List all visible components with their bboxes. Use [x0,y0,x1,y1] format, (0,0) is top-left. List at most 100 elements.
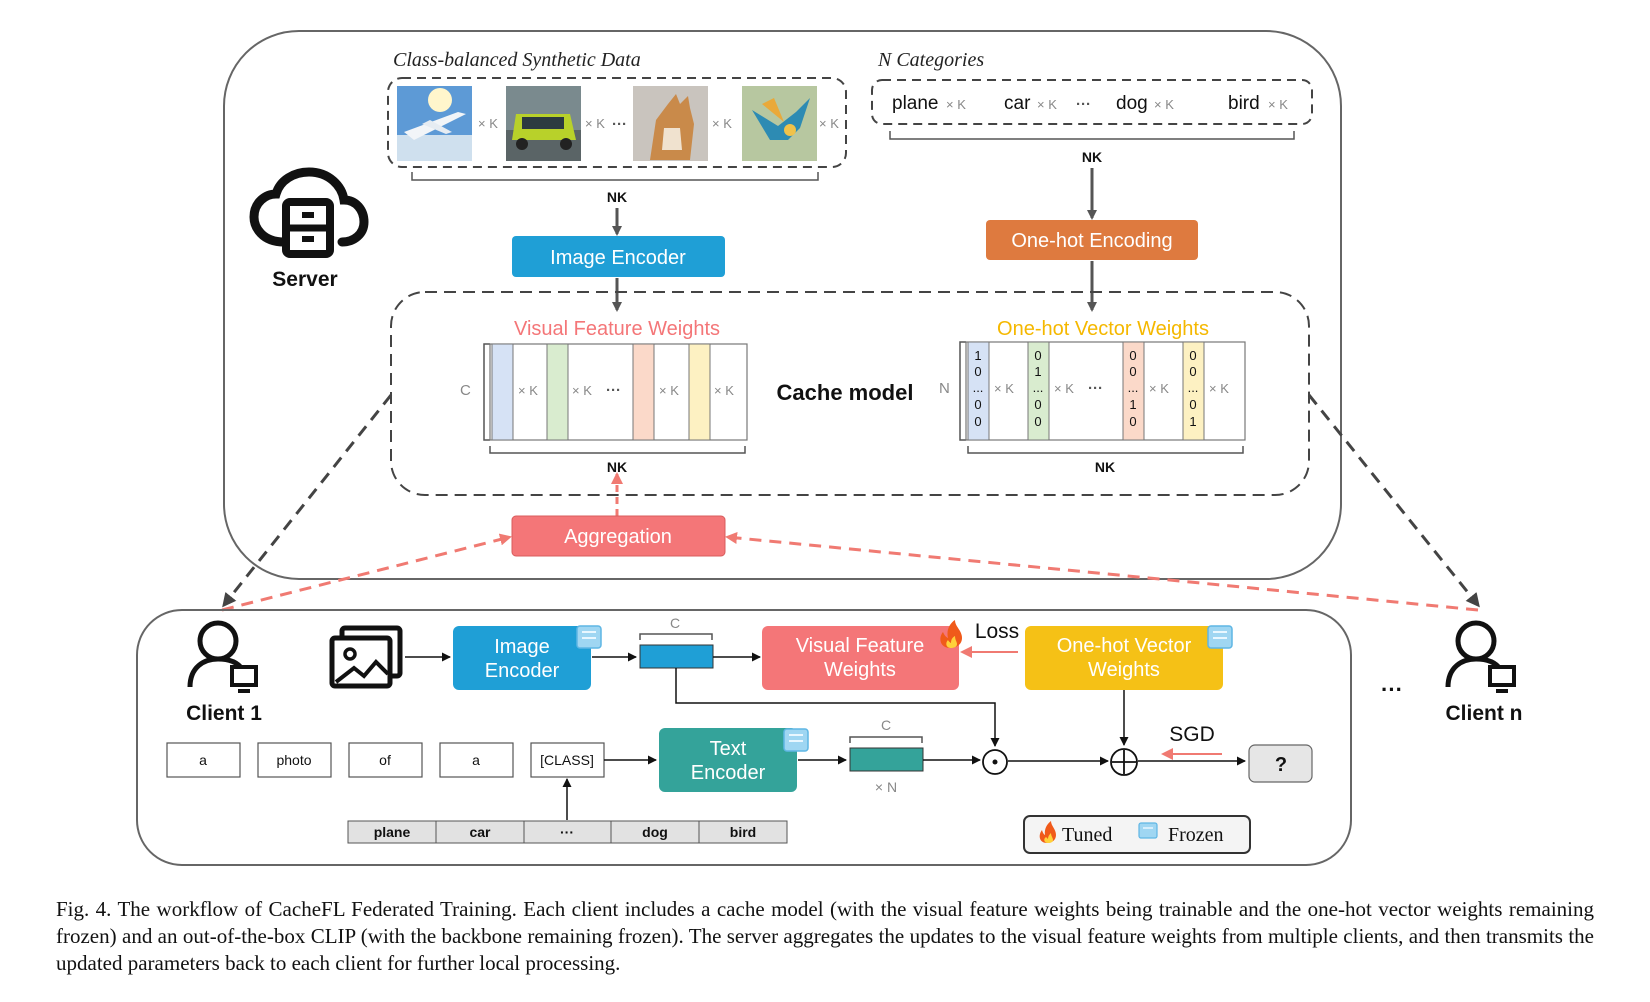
prompt-token-text: of [379,752,391,768]
aggregation-label: Aggregation [564,526,672,548]
tuned-fire-icon [940,620,962,648]
legend-tuned-label: Tuned [1062,824,1112,846]
client-image-encoder-label: Encoder [485,660,560,682]
sum-symbol [1110,748,1138,776]
client1-label: Client 1 [186,702,262,725]
categories-title: N Categories [877,49,984,71]
prompt-token-text: photo [276,752,311,768]
onehot-value: 0 [1034,414,1041,429]
feature-column [632,343,655,441]
times-n-label: × N [875,779,897,795]
elementwise-product-symbol [982,749,1008,775]
client-text-encoder [659,728,797,792]
sgd-label: SGD [1169,723,1215,746]
onehot-value: 0 [1189,348,1196,363]
prompt-token-box [439,742,514,778]
times-k-label: × K [659,383,679,398]
synthetic-image-car [506,86,581,161]
more-clients-ellipsis: ··· [1381,677,1403,702]
prediction-label: ? [1275,754,1287,776]
onehot-value: 0 [1189,364,1196,379]
times-k-label: × K [712,116,732,131]
times-k-label: × K [572,383,592,398]
nk-label: NK [1082,149,1102,165]
feature-column [688,343,711,441]
onehot-value: 1 [1129,397,1136,412]
client-user-icon [1445,620,1516,693]
brace [489,446,746,454]
times-k-label: × K [478,116,498,131]
times-k-label: × K [585,116,605,131]
clientn-to-aggregation-arrow [725,531,1479,612]
brace [639,633,713,640]
brace [483,343,490,441]
onehot-column [1182,341,1205,441]
client-image-encoder [453,626,591,690]
onehot-value: 0 [974,397,981,412]
prediction-box [1248,744,1313,783]
prompt-token-text: [CLASS] [540,752,594,768]
image-feature-vector [639,644,714,669]
onehot-weights-title: One-hot Vector Weights [997,318,1209,340]
feature-column [546,343,569,441]
ellipsis: ··· [1088,380,1103,397]
onehot-value: ... [1033,380,1044,395]
nk-label: NK [607,189,627,205]
onehot-value: 0 [1129,364,1136,379]
nk-label: NK [607,459,627,475]
images-icon [329,625,403,689]
brace [959,341,966,441]
client-image-encoder-label: Image [494,636,550,658]
onehot-value: 1 [1189,414,1196,429]
class-table-text: plane [374,824,411,840]
onehot-encoding-box [986,220,1198,260]
visual-weights-title: Visual Feature Weights [514,318,720,340]
synthetic-image-bird [742,86,817,161]
dim-c-label: C [460,382,471,399]
times-k-label: × K [714,383,734,398]
class-table: plane car ··· dog bird [347,820,788,844]
server-image-encoder [512,236,725,277]
brace [967,446,1244,454]
times-k-label: × K [1268,97,1288,112]
times-k-label: × K [946,97,966,112]
categories-box [871,79,1313,125]
feature-to-product-line [675,668,1000,747]
client-user-icon [187,620,258,693]
class-table-cell [698,820,788,844]
prompt-token-box [166,742,241,778]
onehot-value: ... [973,380,984,395]
class-table-text: dog [642,824,668,840]
legend-frozen-label: Frozen [1168,824,1224,846]
prompt-token-text: a [472,752,480,768]
prompt-token-box [348,742,423,778]
onehot-column-values: 1 0 ... 0 0 0 1 ... 0 0 0 0 ... 1 0 0 0 … [973,348,1199,429]
figure-caption: Fig. 4. The workflow of CacheFL Federate… [56,897,1594,975]
prompt-token-text: a [199,752,207,768]
legend-box [1023,815,1251,854]
class-table-text: bird [730,824,756,840]
onehot-column [967,341,990,441]
frozen-icon [576,625,602,649]
onehot-value: 0 [1034,348,1041,363]
ellipsis: ··· [606,382,621,399]
client-text-encoder-label: Text [710,738,747,760]
client-text-encoder-label: Encoder [691,762,766,784]
onehot-value: 0 [1034,397,1041,412]
dim-c-label: C [670,615,680,631]
times-k-label: × K [994,381,1014,396]
client-onehot-weights [1025,626,1223,690]
synthetic-image-airplane [397,86,472,161]
times-k-label: × K [1054,381,1074,396]
loss-label: Loss [975,620,1019,643]
onehot-value: 0 [974,364,981,379]
client-panel [136,609,1352,866]
prompt-tokens: a photo of a [CLASS] [166,742,605,778]
brace [411,172,819,181]
server-label: Server [272,268,337,291]
onehot-value: 1 [974,348,981,363]
times-k-label: × K [1209,381,1229,396]
prompt-token-box [257,742,332,778]
onehot-value: ... [1128,380,1139,395]
class-table-text: ··· [560,824,574,840]
